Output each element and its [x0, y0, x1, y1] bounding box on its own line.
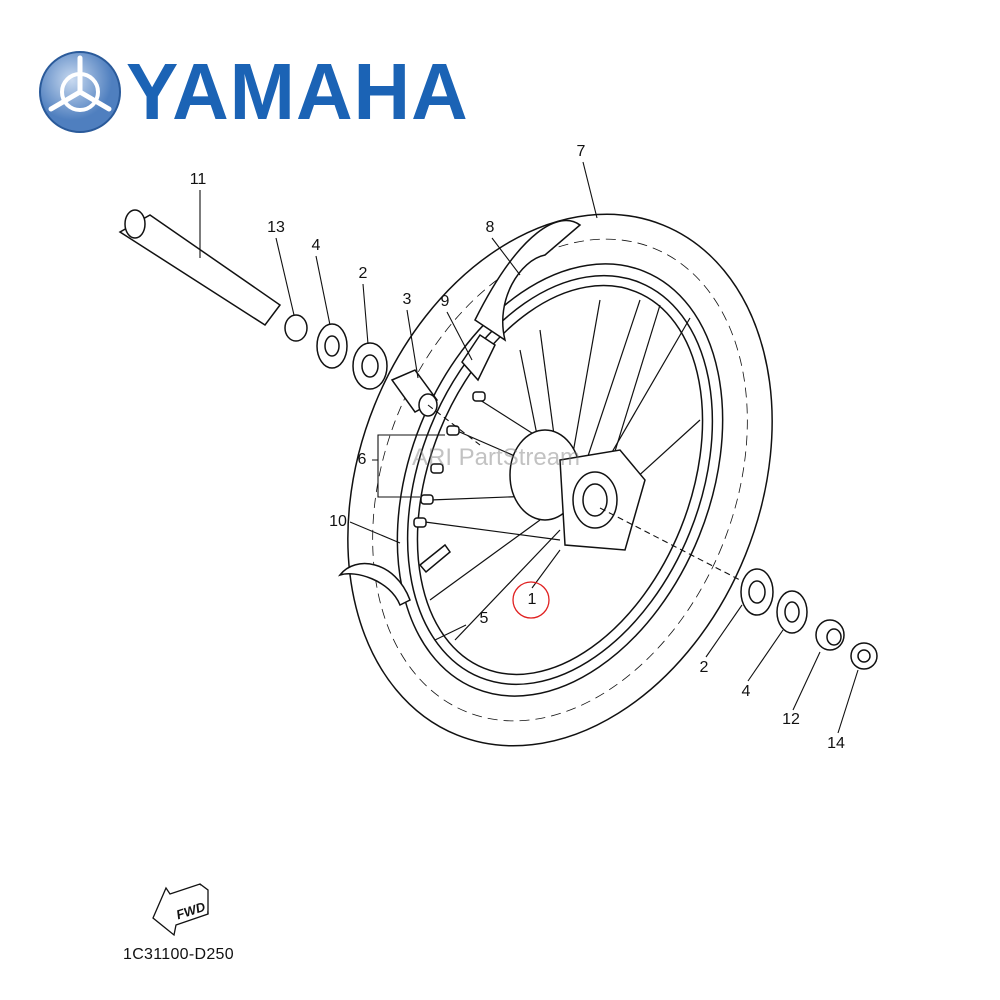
- watermark: ARI PartStream: [412, 444, 581, 471]
- yamaha-logo: YAMAHA: [38, 47, 468, 140]
- callout-4[interactable]: 4: [311, 237, 321, 254]
- callout-7[interactable]: 7: [576, 143, 586, 160]
- callout-8[interactable]: 8: [485, 219, 495, 236]
- callout-14[interactable]: 14: [827, 735, 845, 752]
- logo-text: YAMAHA: [126, 47, 469, 136]
- axle: [118, 209, 282, 327]
- callout-1[interactable]: 1: [527, 591, 537, 608]
- callout-1-highlight: [512, 581, 550, 619]
- tube: [337, 219, 582, 607]
- callout-12[interactable]: 12: [782, 711, 800, 728]
- tuning-fork-emblem-icon: [39, 51, 121, 133]
- rim: [406, 274, 714, 686]
- callout-4b[interactable]: 4: [741, 683, 751, 700]
- callout-9[interactable]: 9: [440, 293, 450, 310]
- leader-lines: [199, 161, 859, 734]
- callout-6[interactable]: 6: [357, 451, 367, 468]
- callout-13[interactable]: 13: [267, 219, 285, 236]
- callout-5[interactable]: 5: [479, 610, 489, 627]
- spoke-nipples: [413, 391, 486, 528]
- fwd-arrow-icon: [152, 883, 209, 937]
- valve: [418, 543, 452, 574]
- callout-2b[interactable]: 2: [699, 659, 709, 676]
- callout-3[interactable]: 3: [402, 291, 412, 308]
- callout-2[interactable]: 2: [358, 265, 368, 282]
- hub: [509, 429, 646, 551]
- callout-11[interactable]: 11: [189, 171, 207, 188]
- diagram-part-code: 1C31100-D250: [123, 946, 234, 963]
- callout-10[interactable]: 10: [329, 513, 347, 530]
